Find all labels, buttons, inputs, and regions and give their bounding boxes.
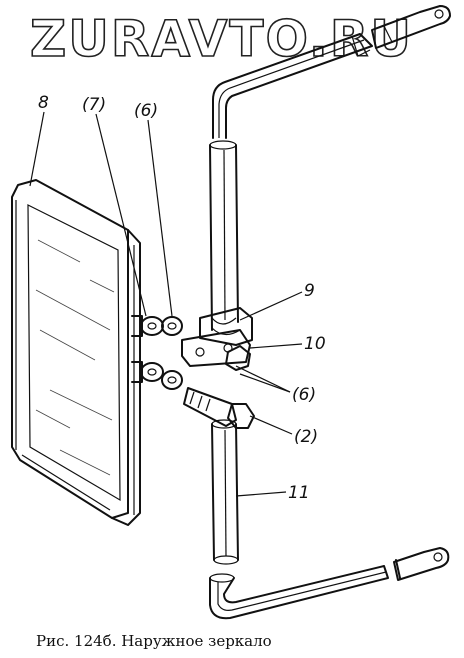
washer-7-lower (140, 362, 164, 382)
bolt-2 (183, 387, 255, 429)
mirror-assembly (11, 179, 141, 526)
label-11: 11 (288, 483, 310, 503)
lower-bracket (209, 547, 450, 620)
upper-clamp (371, 5, 451, 49)
washer-6-lower (161, 370, 183, 390)
lower-clamp-hole (433, 552, 443, 562)
lower-tube (209, 565, 389, 620)
label-6-top: (6) (134, 101, 158, 121)
leader-lines (29, 111, 303, 497)
figure-caption: Рис. 124б. Наружное зеркало (36, 632, 272, 650)
washers-left (131, 315, 183, 390)
glass-hatching (35, 239, 115, 476)
nut-6-upper (225, 345, 251, 371)
label-9: 9 (304, 281, 315, 301)
label-2: (2) (294, 427, 318, 447)
clamp-bracket (181, 307, 253, 371)
watermark-text: ZURAVTO.RU (30, 10, 413, 68)
washer-7-upper (140, 316, 164, 336)
label-8: 8 (38, 93, 49, 113)
clamp-part-9 (199, 307, 253, 346)
mirror-glass (27, 204, 121, 502)
lower-clamp (393, 547, 450, 581)
vertical-rod-upper (209, 140, 239, 331)
clamp-part-10 (181, 329, 251, 367)
vertical-rod-lower (211, 419, 239, 565)
upper-tube (212, 33, 373, 139)
label-10: 10 (304, 334, 326, 354)
label-7: (7) (82, 95, 106, 115)
upper-bracket (212, 5, 451, 139)
label-6-right: (6) (292, 385, 316, 405)
washer-6-upper (161, 316, 183, 336)
mirror-frame-side (111, 229, 129, 519)
bolt-head (227, 403, 255, 429)
mirror-frame-outer (11, 179, 141, 526)
upper-clamp-hole (434, 9, 444, 19)
